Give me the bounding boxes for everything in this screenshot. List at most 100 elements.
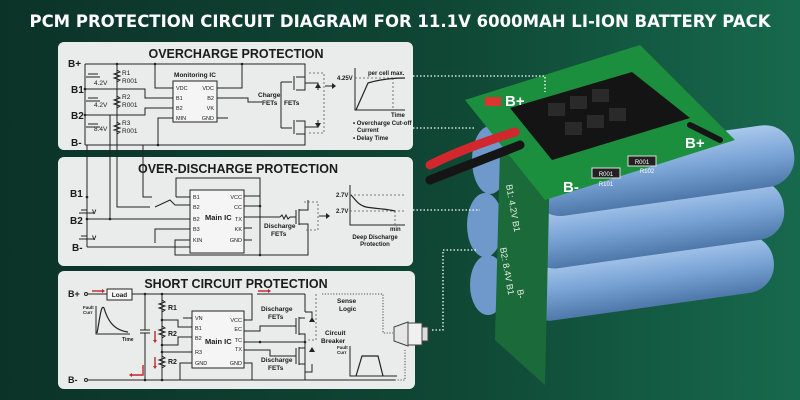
graph-axis-label: min <box>390 227 401 233</box>
ic-pin: GND <box>195 361 207 367</box>
main-ic <box>189 189 245 254</box>
ic-pin: GND <box>230 361 242 367</box>
ic-pin: TC <box>235 338 242 344</box>
breaker-label: Breaker <box>321 338 346 345</box>
ic-pin: GND <box>202 116 214 122</box>
fet-label: FETs <box>284 100 300 107</box>
resistor-name: R1 <box>168 305 177 312</box>
red-connector <box>485 97 501 106</box>
graph-axis-label: Time <box>122 337 134 343</box>
graph-label: per cell max. <box>368 71 405 77</box>
cell-voltage: 8.4V <box>94 126 108 133</box>
fet-label: Discharge <box>264 223 296 230</box>
ic-pin: TX <box>235 217 242 223</box>
pcb-label-bplus: B+ <box>685 135 705 152</box>
graph-label: Curr <box>83 310 93 315</box>
ic-pin: B2 <box>193 205 200 211</box>
resistor-value: R001 <box>122 78 138 85</box>
resistor-value: R001 <box>122 102 138 109</box>
short-circuit-panel: SHORT CIRCUIT PROTECTION B+ B- Load R1 R… <box>58 271 429 389</box>
graph-label: 2.7V <box>336 209 348 215</box>
resistor-name: R102 <box>640 169 655 175</box>
graph-label: Fault <box>337 345 348 350</box>
ic-pin: VDC <box>202 86 214 92</box>
fet-label: FETs <box>262 100 278 107</box>
pcb-label-bminus: B- <box>563 179 579 196</box>
main-ic <box>191 310 245 369</box>
resistor-name: R2 <box>168 359 177 366</box>
breaker-label: Circuit <box>325 330 346 337</box>
resistor-value: R001 <box>635 160 650 166</box>
discharge-fets <box>288 294 317 373</box>
resistor-name: R1 <box>122 70 131 77</box>
ic-pin: B2 <box>195 336 202 342</box>
note: • Delay Time <box>353 136 389 142</box>
ic-pin: B1 <box>176 96 183 102</box>
resistor-value: R001 <box>599 172 614 178</box>
fet-label: FETs <box>268 314 284 321</box>
ic-label: Monitoring IC <box>174 72 216 79</box>
note: • Overcharge Cut-off <box>353 121 412 127</box>
ic-pin: VCC <box>230 195 242 201</box>
battery-cell <box>525 180 785 269</box>
monitoring-ic <box>172 80 218 123</box>
sense-logic-label: Logic <box>339 306 357 313</box>
dotted-connectors <box>413 75 546 331</box>
charge-fets <box>280 72 336 135</box>
ic-pin: KK <box>235 227 243 233</box>
ic-pin: B1 <box>195 326 202 332</box>
sense-logic-label: Sense <box>337 298 357 305</box>
ic-pin: R3 <box>195 350 202 356</box>
resistor-value: R001 <box>122 128 138 135</box>
ic-label: Main IC <box>205 337 232 346</box>
resistor-name: R2 <box>122 94 131 101</box>
red-wire <box>425 127 520 170</box>
cell-voltage: 4.2V <box>94 102 108 109</box>
node-label: B+ <box>68 59 81 70</box>
ic-pin: VK <box>207 106 215 112</box>
panel-title: OVERCHARGE PROTECTION <box>148 47 323 61</box>
graph-caption: Protection <box>360 242 390 248</box>
graph-label: 4.25V <box>337 76 353 82</box>
resistor-name: R101 <box>599 182 614 188</box>
ic-pin: MIN <box>176 116 186 122</box>
wires <box>83 62 306 160</box>
ic-pin: VDC <box>176 86 188 92</box>
ic-pin: B2 <box>207 96 214 102</box>
node-label: B+ <box>68 289 80 299</box>
panel-title: OVER-DISCHARGE PROTECTION <box>138 162 338 176</box>
ic-pin: B3 <box>193 227 200 233</box>
ic-pin: GND <box>230 238 242 244</box>
load-label: Load <box>112 292 128 299</box>
node-label: B- <box>68 375 78 385</box>
ic-pin: VN <box>195 316 203 322</box>
side-label: B- <box>515 289 526 300</box>
resistor <box>627 155 657 167</box>
connector-plug-icon <box>393 321 429 347</box>
overdischarge-panel: OVER-DISCHARGE PROTECTION B1 B2 B- V V M… <box>58 157 413 266</box>
fet-label: Discharge <box>261 306 293 313</box>
node-label: B1 <box>70 189 83 200</box>
pcb-label-bplus: B+ <box>505 93 525 110</box>
node-label: B2 <box>71 111 84 122</box>
battery-cell <box>530 125 795 217</box>
graph-axis-label: Time <box>391 113 406 119</box>
note: Current <box>357 128 379 134</box>
overdischarge-graph: 2.7V 2.7V min Deep Discharge Protection <box>336 185 405 248</box>
ic-pin: CC <box>234 205 242 211</box>
ic-pin: B1 <box>193 195 200 201</box>
panel-title: SHORT CIRCUIT PROTECTION <box>144 277 327 291</box>
battery-pack-photo: B1: 4.2V B1 B2: 8.4V B1 B- B+ B+ B- R001… <box>425 45 795 385</box>
node-label: B2 <box>70 216 83 227</box>
ic-pin: TX <box>235 347 242 353</box>
ic-pin: EC <box>234 327 242 333</box>
graph-caption: Deep Discharge <box>352 235 398 241</box>
fault-current-graph: Fault Curr Time <box>83 305 134 343</box>
node-label: B- <box>72 243 83 254</box>
graph-label: Curr <box>337 350 347 355</box>
ic-pin: VCC <box>230 318 242 324</box>
fet-label: FETs <box>268 365 284 372</box>
overcharge-panel: OVERCHARGE PROTECTION B+ B1 B2 B- 4.2V 4… <box>58 42 413 160</box>
fet-label: Discharge <box>261 357 293 364</box>
